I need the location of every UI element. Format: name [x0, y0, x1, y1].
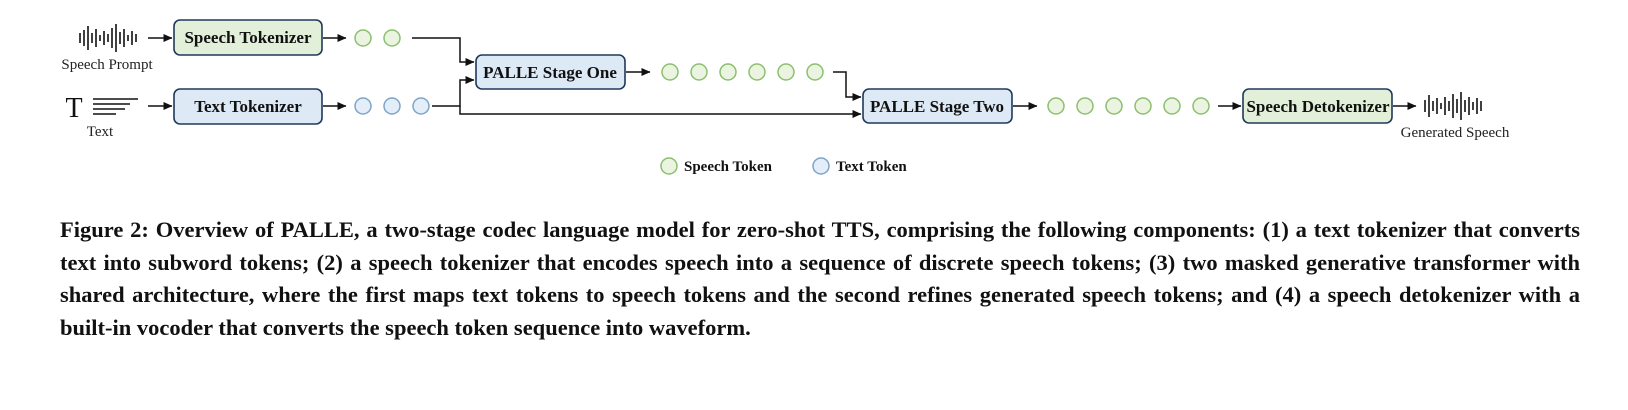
text-token-group: [354, 97, 430, 115]
speech-tokenizer-label: Speech Tokenizer: [184, 28, 311, 47]
stage-one-speech-token-4: [748, 63, 766, 81]
stage-two-token-group: [1047, 97, 1210, 115]
speech-prompt-waveform-icon: [79, 24, 137, 52]
legend-speech-token-swatch: [660, 157, 678, 175]
stage-two-speech-token-3: [1105, 97, 1123, 115]
generated-speech-label: Generated Speech: [1401, 125, 1510, 141]
text-tokenizer-rect: [173, 88, 323, 125]
legend-text-token-label: Text Token: [836, 159, 907, 175]
palle-stage-one-box: PALLE Stage One: [475, 54, 626, 90]
stage-two-speech-token-4: [1134, 97, 1152, 115]
speech-detokenizer-label: Speech Detokenizer: [1246, 97, 1390, 116]
speech-prompt-token-group: [354, 29, 401, 47]
text-lines-icon: [93, 98, 138, 115]
text-input-label: Text: [87, 124, 114, 140]
speech-prompt-token-1: [354, 29, 372, 47]
palle-stage-two-label: PALLE Stage Two: [870, 97, 1004, 116]
text-token-3: [412, 97, 430, 115]
legend-text-token-swatch: [812, 157, 830, 175]
speech-tokenizer-box: Speech Tokenizer: [173, 19, 323, 56]
palle-stage-one-rect: [475, 54, 626, 90]
stage-two-speech-token-5: [1163, 97, 1181, 115]
text-tokenizer-box: Text Tokenizer: [173, 88, 323, 125]
connector-text-tokens-to-stage-two: [459, 106, 862, 118]
legend: Speech Token Text Token: [660, 157, 907, 175]
stage-one-token-group: [661, 63, 824, 81]
figure-caption: Figure 2: Overview of PALLE, a two-stage…: [60, 217, 1580, 340]
generated-speech-waveform-icon: [1424, 92, 1482, 120]
stage-two-speech-token-2: [1076, 97, 1094, 115]
text-tokenizer-label: Text Tokenizer: [194, 97, 302, 116]
stage-one-speech-token-1: [661, 63, 679, 81]
speech-detokenizer-box: Speech Detokenizer: [1242, 88, 1393, 124]
stage-one-speech-token-3: [719, 63, 737, 81]
connector-stage-one-tokens-to-stage-two: [833, 71, 862, 101]
legend-speech-token-label: Speech Token: [684, 159, 773, 175]
palle-architecture-diagram: Speech Prompt T Text Speech Tokenizer Te…: [61, 19, 1510, 175]
stage-one-speech-token-5: [777, 63, 795, 81]
connector-speech-tokens-to-stage-one: [412, 37, 475, 66]
stage-one-speech-token-6: [806, 63, 824, 81]
text-token-1: [354, 97, 372, 115]
stage-two-speech-token-1: [1047, 97, 1065, 115]
text-token-2: [383, 97, 401, 115]
palle-stage-one-label: PALLE Stage One: [483, 63, 617, 82]
speech-detokenizer-rect: [1242, 88, 1393, 124]
text-icon: T: [65, 93, 82, 124]
speech-prompt-token-2: [383, 29, 401, 47]
stage-two-speech-token-6: [1192, 97, 1210, 115]
stage-one-speech-token-2: [690, 63, 708, 81]
connector-text-tokens-to-stage-one: [432, 76, 475, 107]
speech-prompt-label: Speech Prompt: [61, 57, 153, 73]
palle-stage-two-rect: [862, 88, 1013, 124]
palle-stage-two-box: PALLE Stage Two: [862, 88, 1013, 124]
speech-tokenizer-rect: [173, 19, 323, 56]
